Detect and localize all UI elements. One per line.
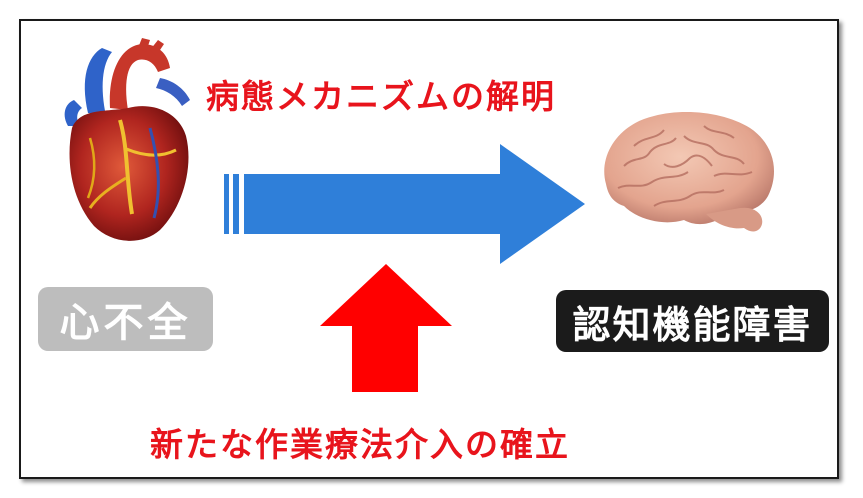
red-up-arrow [320,264,452,392]
mechanism-heading: 病態メカニズムの解明 [206,77,556,116]
diagram-frame [19,19,839,479]
intervention-heading: 新たな作業療法介入の確立 [150,425,570,464]
source-label-heart-failure: 心不全 [38,287,213,351]
target-label-cognitive-impairment: 認知機能障害 [556,290,829,352]
brain-icon [604,112,774,232]
heart-icon [64,38,190,241]
blue-right-arrow [224,144,585,264]
